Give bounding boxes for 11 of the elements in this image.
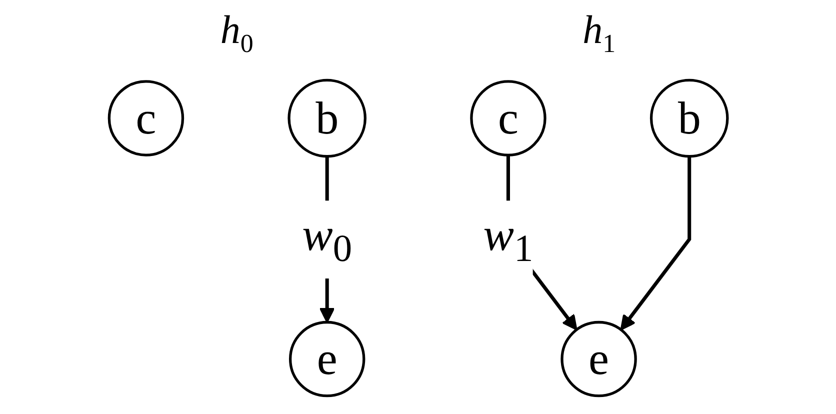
node-circle: e [288, 320, 365, 398]
node-circle: c [108, 80, 184, 156]
node-circle: b [287, 78, 366, 158]
node-circle: b [650, 78, 728, 158]
node-circle: c [470, 80, 546, 156]
node-circle: e [560, 320, 637, 398]
group-heading: h$_{0}$ [220, 6, 254, 60]
edge-label: w$_{1}$ [482, 209, 533, 270]
arrow [620, 156, 691, 330]
edge-label: w$_{0}$ [302, 209, 352, 270]
group-heading: h$_{1}$ [582, 6, 616, 60]
